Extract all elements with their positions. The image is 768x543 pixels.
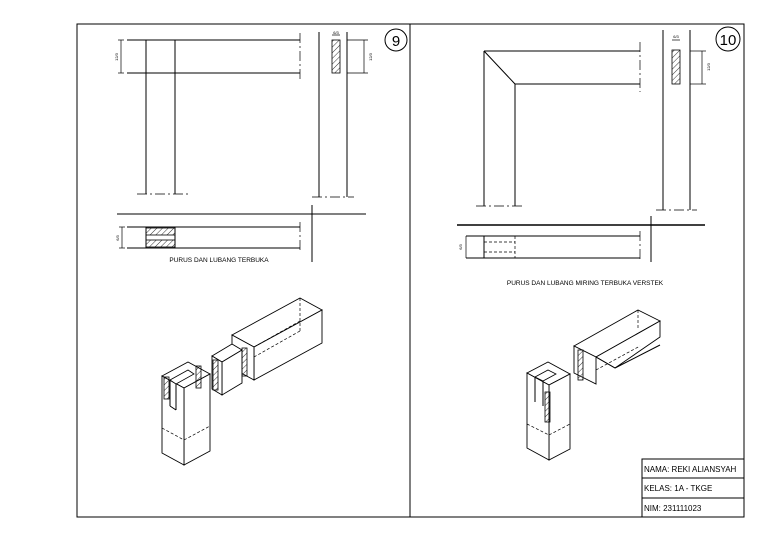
svg-text:12/3: 12/3 (368, 52, 373, 61)
side-view-9: 6/3 12/3 (312, 30, 373, 198)
drawing-number-10: 10 (720, 32, 737, 49)
drawing-number-9: 9 (392, 33, 400, 50)
drawing-title-9: PURUS DAN LUBANG TERBUKA (169, 257, 269, 264)
svg-text:6/3: 6/3 (333, 30, 339, 35)
svg-text:12/3: 12/3 (706, 62, 711, 71)
title-block-class: KELAS: 1A - TKGE (644, 484, 712, 493)
svg-text:6/3: 6/3 (673, 34, 679, 39)
title-block-name: NAMA: REKI ALIANSYAH (644, 465, 737, 474)
svg-text:6/3: 6/3 (458, 243, 463, 249)
front-view-10 (476, 42, 641, 207)
svg-text:12/3: 12/3 (114, 52, 119, 61)
plan-view-10: 6/3 (457, 216, 705, 262)
drawing-number-circle-9 (384, 28, 408, 52)
front-view-9: 12/3 (114, 33, 301, 195)
isometric-view-9 (161, 297, 323, 466)
isometric-view-10 (526, 309, 661, 461)
drawing-9: 9 12/3 6/3 12/3 (114, 28, 408, 466)
drawing-10: 10 6/3 12/3 (457, 26, 741, 461)
drawing-title-10: PURUS DAN LUBANG MIRING TERBUKA VERSTEK (507, 280, 664, 287)
plan-view-9: 6/3 (115, 205, 366, 262)
svg-text:6/3: 6/3 (115, 234, 120, 240)
side-view-10: 6/3 12/3 (656, 30, 711, 211)
title-block-nim: NIM: 231111023 (644, 504, 702, 513)
title-block: NAMA: REKI ALIANSYAH KELAS: 1A - TKGE NI… (641, 458, 745, 518)
drawing-number-circle-10 (715, 26, 741, 52)
